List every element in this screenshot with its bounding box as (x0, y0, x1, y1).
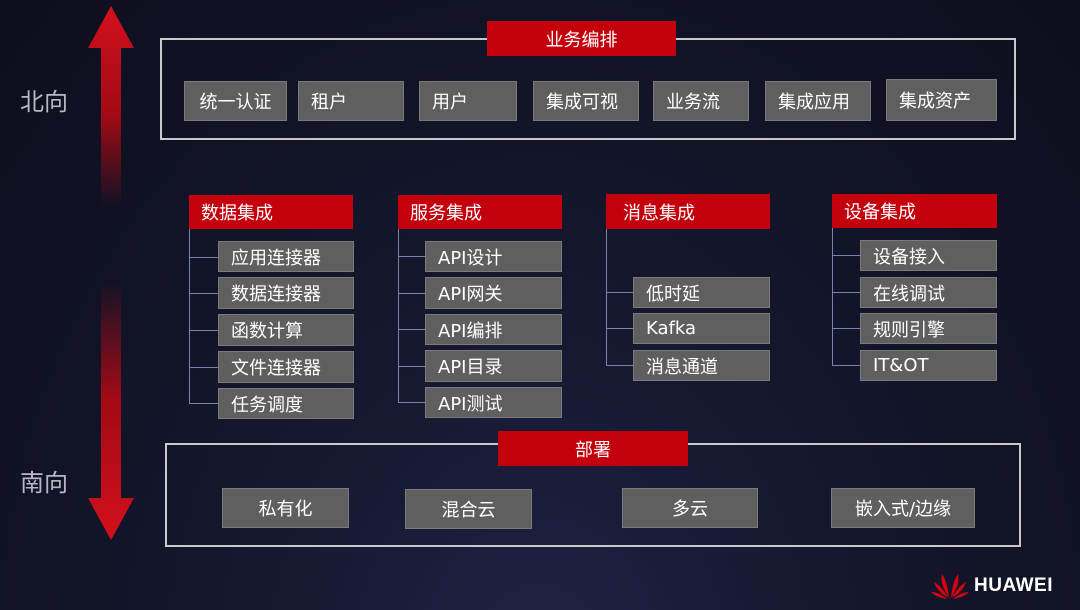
tree-branch (189, 330, 218, 331)
tree-branch (606, 365, 633, 366)
north-label: 北向 (20, 88, 68, 116)
service-integration-item: API编排 (425, 314, 562, 345)
data-integration-item: 应用连接器 (218, 241, 354, 272)
orchestration-item: 业务流 (653, 81, 749, 121)
deployment-item: 混合云 (405, 489, 532, 529)
data-integration-item: 文件连接器 (218, 351, 354, 383)
service-integration-item: API测试 (425, 387, 562, 418)
column-header-device-integration: 设备集成 (832, 194, 997, 228)
column-header-service-integration: 服务集成 (398, 195, 562, 229)
huawei-flower-logo (931, 574, 969, 599)
tree-branch (189, 293, 218, 294)
tree-branch (832, 328, 860, 329)
data-integration-item: 任务调度 (218, 388, 354, 419)
arrow-down-head (88, 281, 134, 540)
tree-branch (832, 292, 860, 293)
tree-branch (832, 255, 860, 256)
column-header-data-integration: 数据集成 (189, 195, 353, 229)
south-label: 南向 (20, 469, 68, 497)
service-integration-item: API目录 (425, 350, 562, 382)
deployment-item: 嵌入式/边缘 (831, 488, 975, 528)
tree-line (606, 229, 607, 366)
service-integration-item: API设计 (425, 241, 562, 272)
tree-branch (398, 329, 425, 330)
message-integration-item: 消息通道 (633, 350, 770, 381)
message-integration-item: 低时延 (633, 277, 770, 308)
device-integration-item: 规则引擎 (860, 313, 997, 344)
orchestration-item: 租户 (298, 81, 404, 121)
message-integration-item: Kafka (633, 313, 770, 344)
tree-branch (398, 366, 425, 367)
column-header-message-integration: 消息集成 (606, 194, 770, 229)
tree-branch (606, 292, 633, 293)
tree-line (398, 229, 399, 403)
deployment-title: 部署 (498, 431, 688, 466)
orchestration-item: 集成可视 (533, 81, 639, 121)
tree-branch (189, 257, 218, 258)
deployment-item: 多云 (622, 488, 758, 528)
tree-line (832, 228, 833, 365)
device-integration-item: 在线调试 (860, 277, 997, 308)
orchestration-item: 集成应用 (765, 81, 871, 121)
tree-branch (832, 365, 860, 366)
tree-branch (606, 328, 633, 329)
device-integration-item: 设备接入 (860, 240, 997, 271)
deployment-item: 私有化 (222, 488, 349, 528)
tree-branch (398, 256, 425, 257)
north-south-arrow (88, 6, 134, 540)
tree-branch (398, 402, 425, 403)
tree-branch (189, 367, 218, 368)
orchestration-item: 用户 (419, 81, 517, 121)
orchestration-item: 统一认证 (184, 81, 287, 121)
data-integration-item: 函数计算 (218, 314, 354, 346)
arrow-up-head (88, 6, 134, 206)
data-integration-item: 数据连接器 (218, 277, 354, 309)
orchestration-title: 业务编排 (487, 21, 676, 56)
huawei-wordmark: HUAWEI (974, 575, 1053, 596)
tree-line (189, 229, 190, 403)
tree-branch (189, 403, 218, 404)
tree-branch (398, 293, 425, 294)
service-integration-item: API网关 (425, 277, 562, 309)
orchestration-item: 集成资产 (886, 79, 997, 121)
device-integration-item: IT&OT (860, 350, 997, 381)
